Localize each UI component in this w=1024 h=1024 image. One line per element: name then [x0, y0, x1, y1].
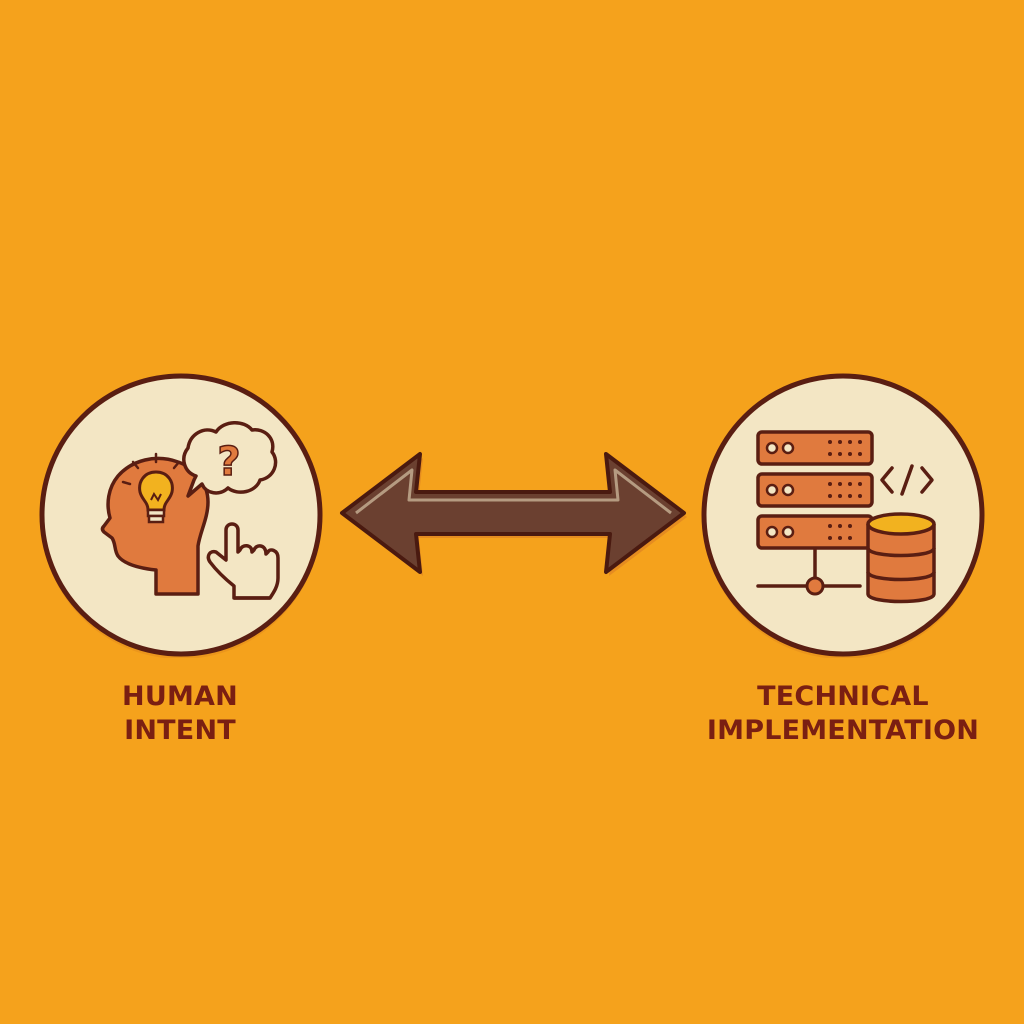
- human-intent-label-line1: HUMAN: [122, 681, 238, 712]
- network-icon: [756, 548, 862, 596]
- technical-implementation-node: [700, 372, 986, 658]
- database-icon: [866, 512, 936, 604]
- server-rack-icon: [756, 430, 874, 550]
- human-intent-node: ?: [38, 372, 324, 658]
- double-arrow-icon: [340, 452, 687, 576]
- bidirectional-arrow: [338, 446, 688, 580]
- pointer-hand-icon: [206, 522, 280, 600]
- technical-implementation-label: TECHNICAL IMPLEMENTATION: [690, 680, 996, 748]
- question-bubble-icon: ?: [182, 421, 278, 498]
- human-intent-circle: ?: [39, 373, 323, 658]
- code-tag-icon: [880, 464, 934, 496]
- lightbulb-icon: [121, 452, 181, 524]
- human-intent-label-line2: INTENT: [124, 715, 236, 746]
- technical-implementation-label-line2: IMPLEMENTATION: [706, 715, 980, 746]
- technical-implementation-circle: [701, 373, 985, 658]
- svg-text:?: ?: [217, 439, 240, 485]
- head-icon: [100, 456, 210, 596]
- technical-implementation-label-line1: TECHNICAL: [757, 681, 929, 712]
- human-intent-label: HUMAN INTENT: [80, 680, 280, 748]
